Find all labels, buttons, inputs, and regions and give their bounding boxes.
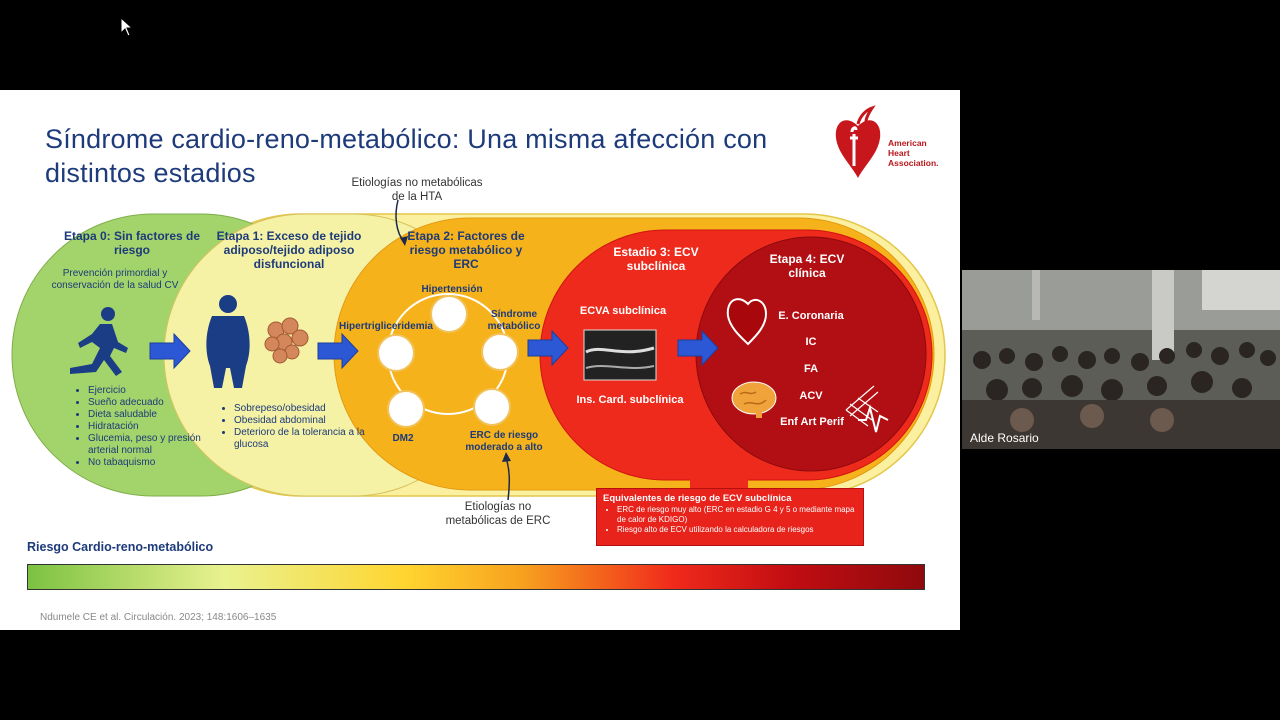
list-item: No tabaquismo [88,457,228,469]
stage3-title: Estadio 3: ECV subclínica [606,245,706,273]
list-item: Hidratación [88,421,228,433]
citation: Ndumele CE et al. Circulación. 2023; 148… [40,612,276,623]
list-item: Obesidad abdominal [234,415,376,427]
stage0-title: Etapa 0: Sin factores de riesgo [62,229,202,257]
stage2-erc: ERC de riesgo moderado a alto [458,430,550,454]
annotation-hta: Etiologías no metabólicas de la HTA [350,176,484,204]
stage2-sindrome: Síndrome metabólico [482,309,546,333]
participant-name: Alde Rosario [970,431,1039,445]
participant-video-tile[interactable]: Alde Rosario [962,270,1280,449]
stage4-item: Enf Art Perif [764,415,860,429]
metabolic-syndrome-icon [481,333,519,371]
list-item: Ejercicio [88,385,228,397]
subclinical-equivalents-box: Equivalentes de riesgo de ECV subclínica… [596,488,864,546]
list-item: Riesgo alto de ECV utilizando la calcula… [617,525,863,535]
list-item: ERC de riesgo muy alto (ERC en estadio G… [617,505,863,525]
mouse-cursor-icon [120,17,134,37]
stage2-hipertension: Hipertensión [402,283,502,297]
audience-video-feed [962,270,1280,449]
stage0-subtitle: Prevención primordial y conservación de … [40,268,190,292]
glucose-meter-icon [387,390,425,428]
list-item: Glucemia, peso y presión arterial normal [88,433,228,457]
equivalents-title: Equivalentes de riesgo de ECV subclínica [597,489,863,505]
list-item: Sobrepeso/obesidad [234,403,376,415]
stage0-list: Ejercicio Sueño adecuado Dieta saludable… [74,385,228,469]
stage3-ecva: ECVA subclínica [568,304,678,318]
stage2-title: Etapa 2: Factores de riesgo metabólico y… [404,229,528,271]
stage1-title: Etapa 1: Exceso de tejido adiposo/tejido… [216,229,362,271]
stage2-hipertrig: Hipertrigliceridemia [334,320,438,334]
list-item: Deterioro de la tolerancia a la glucosa [234,427,376,451]
stage2-dm2: DM2 [386,432,420,446]
shared-slide: Síndrome cardio-reno-metabólico: Una mis… [0,90,960,630]
list-item: Sueño adecuado [88,397,228,409]
stage4-item: ACV [788,389,834,403]
stage4-title: Etapa 4: ECV clínica [762,252,852,280]
liver-icon [377,334,415,372]
list-item: Dieta saludable [88,409,228,421]
annotation-erc: Etiologías no metabólicas de ERC [436,500,560,528]
risk-label: Riesgo Cardio-reno-metabólico [27,540,213,554]
risk-gradient-bar [27,564,925,590]
stage1-list: Sobrepeso/obesidad Obesidad abdominal De… [220,403,376,451]
stage4-item: FA [788,362,834,376]
stage4-item: E. Coronaria [768,309,854,323]
stage4-item: IC [788,335,834,349]
kidney-icon [473,388,511,426]
stage3-ins: Ins. Card. subclínica [566,393,694,407]
